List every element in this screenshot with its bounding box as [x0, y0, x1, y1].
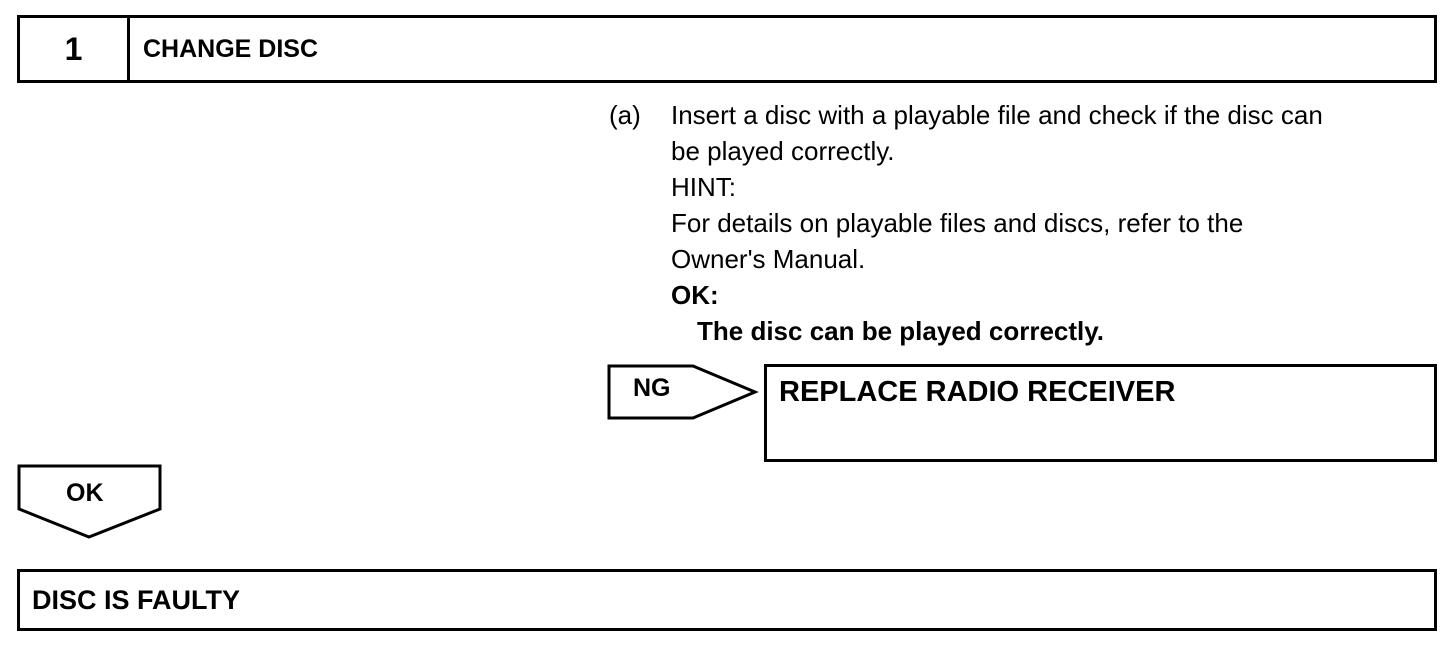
ng-result-label: REPLACE RADIO RECEIVER [779, 376, 1176, 408]
ng-label: NG [633, 374, 671, 402]
ok-result-label: DISC IS FAULTY [32, 584, 241, 615]
item-marker: (a) [609, 100, 641, 130]
ok-arrow-icon [17, 464, 162, 539]
ok-criteria-label: OK: [671, 280, 719, 310]
instruction-body: Insert a disc with a playable file and c… [671, 97, 1441, 349]
ng-result-box: REPLACE RADIO RECEIVER [764, 364, 1437, 462]
instruction-line-2: be played correctly. [671, 136, 895, 166]
hint-label: HINT: [671, 172, 736, 202]
hint-line-1: For details on playable files and discs,… [671, 208, 1244, 238]
step-header: 1 CHANGE DISC [17, 15, 1437, 83]
ok-result-box: DISC IS FAULTY [17, 569, 1437, 631]
step-number: 1 [20, 18, 130, 80]
ok-criteria-text: The disc can be played correctly. [697, 316, 1105, 346]
ok-label: OK [66, 479, 104, 507]
instruction-line-1: Insert a disc with a playable file and c… [671, 100, 1323, 130]
hint-line-2: Owner's Manual. [671, 244, 866, 274]
ng-arrow-icon [607, 364, 759, 420]
step-title: CHANGE DISC [143, 34, 319, 63]
